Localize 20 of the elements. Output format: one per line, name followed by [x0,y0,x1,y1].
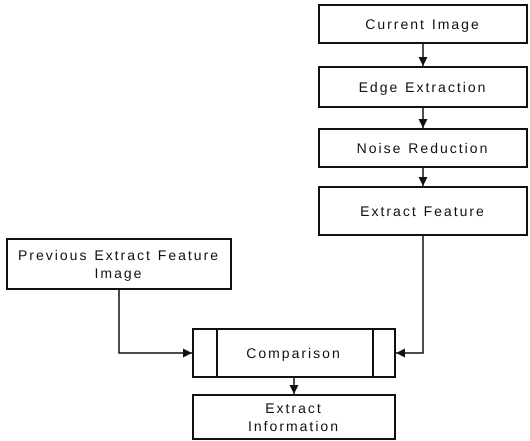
node-label: Previous Extract Feature Image [16,246,222,282]
predefined-process-box [192,328,396,378]
process-box [318,186,528,236]
node-label: Extract Feature [360,202,486,220]
arrow [396,236,424,358]
process-box [192,394,396,440]
process-box [318,66,528,108]
process-box [6,238,232,290]
node-label: Current Image [365,15,481,33]
arrow [418,108,428,128]
arrow [290,378,298,394]
process-box [318,4,528,44]
arrow [418,44,428,66]
node-label: Extract Information [246,399,342,435]
arrow [118,290,192,358]
arrow [418,168,428,186]
process-box [318,128,528,168]
node-label: Comparison [246,344,342,362]
node-label: Noise Reduction [356,139,490,157]
node-label: Edge Extraction [358,78,488,96]
